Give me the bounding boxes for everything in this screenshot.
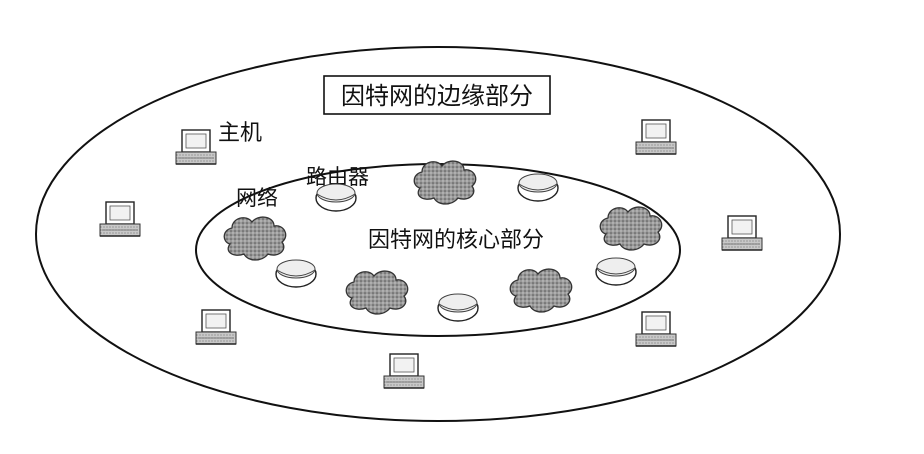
router-icon — [315, 183, 357, 212]
host-computer-icon — [383, 353, 425, 389]
host-label: 主机 — [218, 121, 262, 146]
host-computer-icon — [195, 309, 237, 345]
router-icon — [595, 257, 637, 286]
network-cloud-icon — [599, 206, 663, 251]
network-label: 网络 — [236, 186, 278, 210]
router-icon — [437, 293, 479, 322]
network-cloud-icon — [413, 160, 477, 205]
host-computer-icon — [635, 311, 677, 347]
edge-label-box — [323, 75, 551, 115]
host-computer-icon — [635, 119, 677, 155]
host-computer-icon — [721, 215, 763, 251]
router-icon — [517, 173, 559, 202]
host-computer-icon — [99, 201, 141, 237]
network-cloud-icon — [509, 268, 573, 313]
network-cloud-icon — [345, 270, 409, 315]
network-cloud-icon — [223, 216, 287, 261]
core-label: 因特网的核心部分 — [368, 228, 544, 253]
edge-label: 因特网的边缘部分 — [341, 82, 533, 110]
host-computer-icon — [175, 129, 217, 165]
edge-region-ellipse — [35, 46, 841, 422]
router-icon — [275, 259, 317, 288]
